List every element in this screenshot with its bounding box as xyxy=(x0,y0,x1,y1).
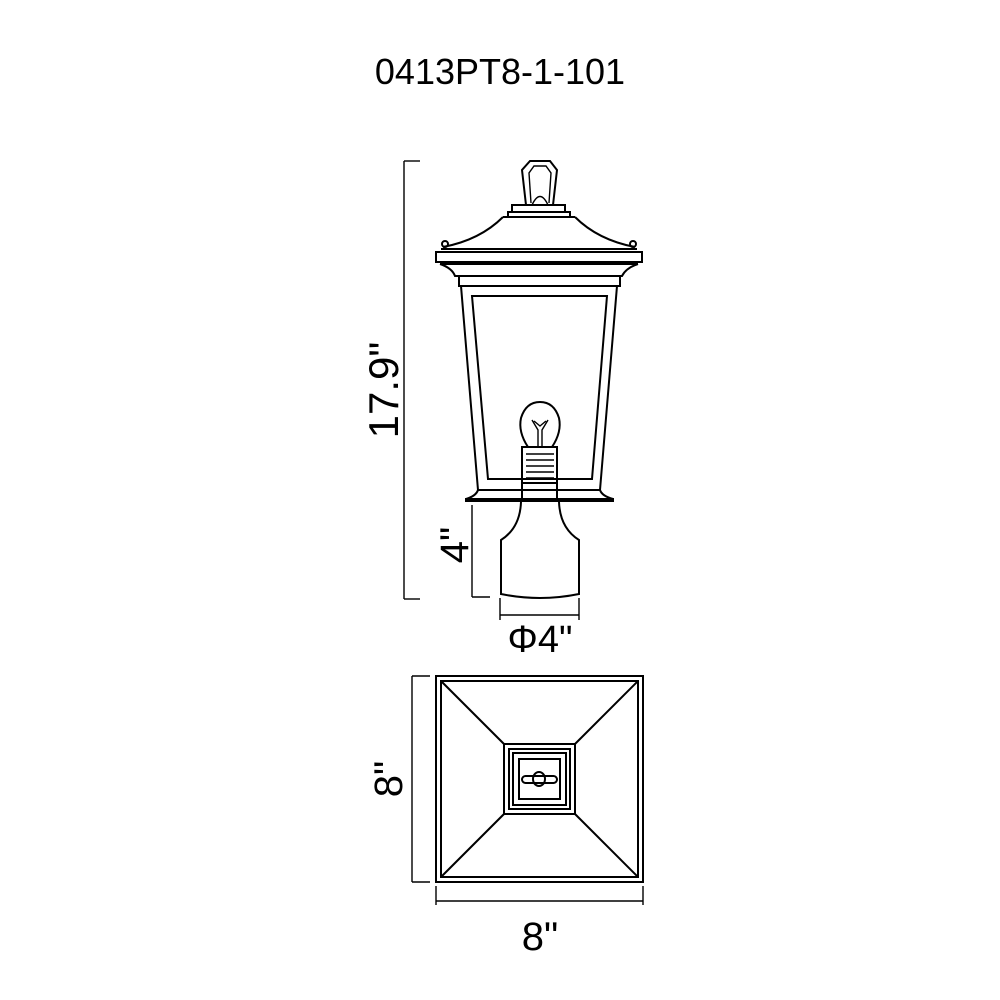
base-depth-label: 8" xyxy=(367,761,411,797)
product-code-title: 0413PT8-1-101 xyxy=(375,51,625,92)
base-width-dimension: 8" xyxy=(435,886,644,959)
light-bulb-icon xyxy=(519,400,561,500)
post-height-label: 4" xyxy=(433,527,477,563)
finial-loop xyxy=(520,160,559,206)
handle-icon xyxy=(521,775,558,784)
lantern-top-view xyxy=(435,675,644,883)
post-diameter-label: Φ4" xyxy=(508,619,573,661)
post-diameter-dimension: Φ4" xyxy=(499,598,580,661)
overall-height-label: 17.9" xyxy=(360,342,407,439)
overall-height-dimension: 17.9" xyxy=(360,160,420,600)
lantern-side-view xyxy=(435,160,643,599)
post-height-dimension: 4" xyxy=(433,505,490,598)
base-width-label: 8" xyxy=(522,915,558,959)
base-depth-dimension: 8" xyxy=(367,675,430,883)
post-adapter xyxy=(500,501,580,599)
